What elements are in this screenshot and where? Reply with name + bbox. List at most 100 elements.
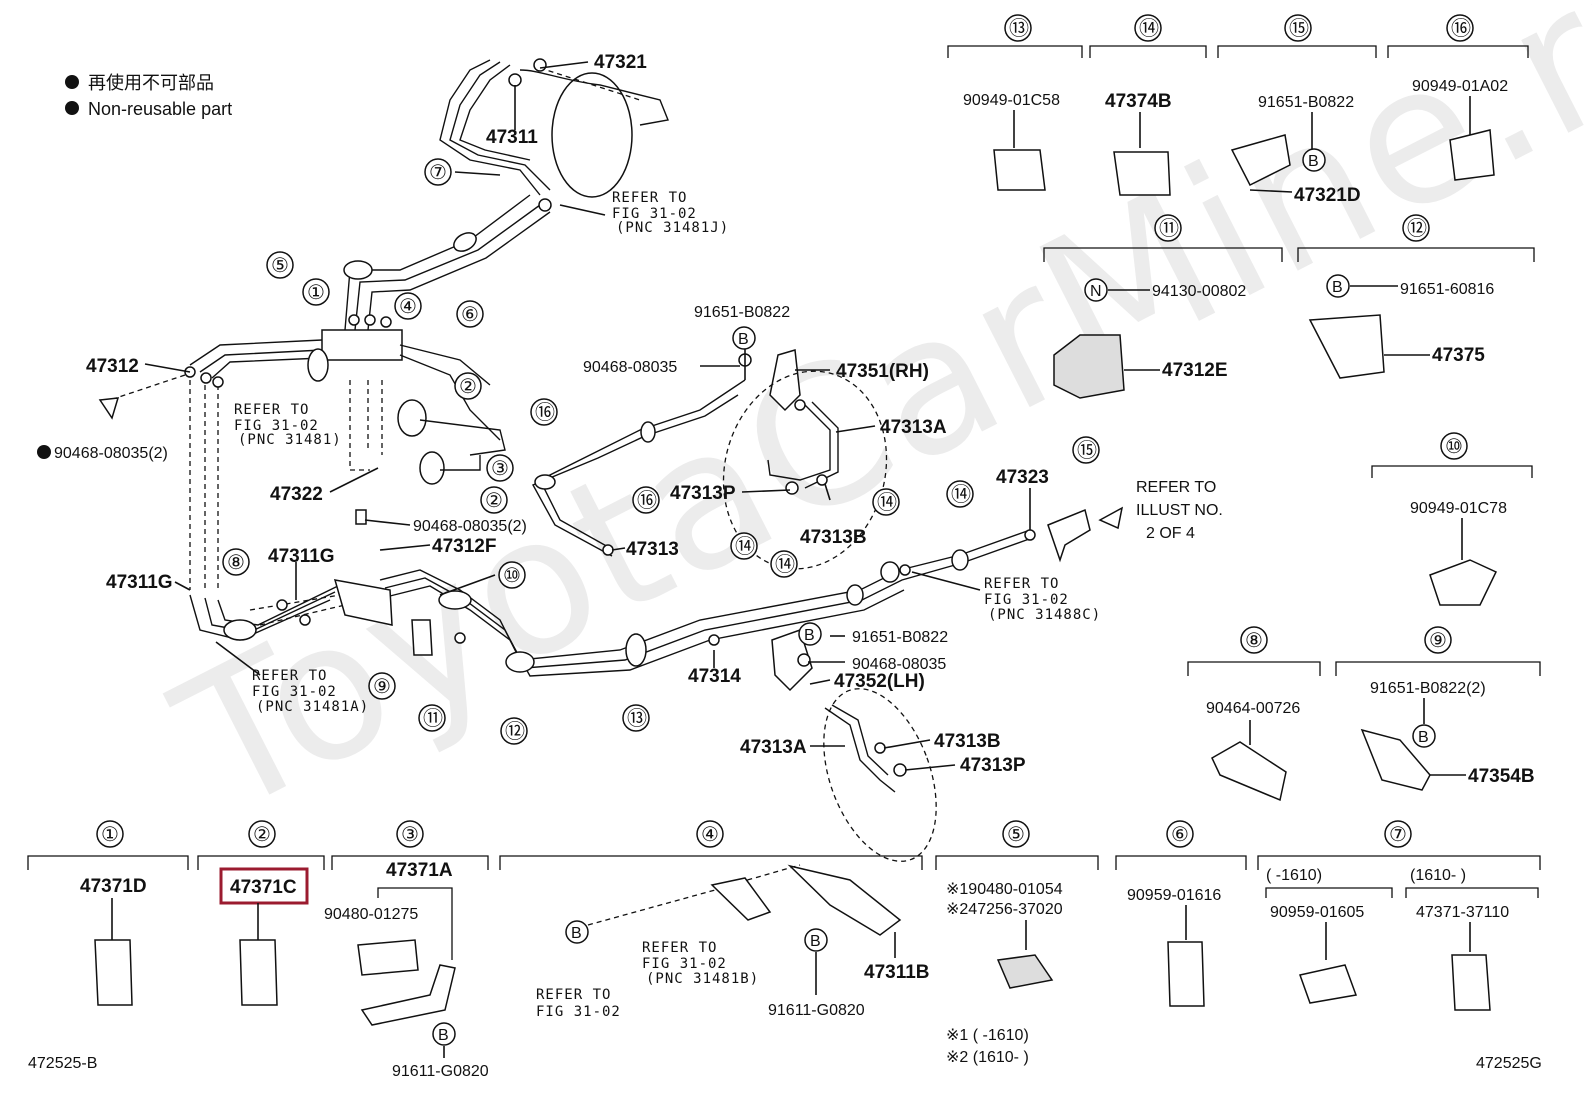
highlight-box-47371C: [219, 867, 309, 905]
svg-text:②: ②: [459, 376, 477, 398]
leader-lines: [144, 61, 1031, 771]
svg-text:B: B: [571, 925, 582, 942]
svg-text:⑨: ⑨: [373, 676, 391, 698]
svg-text:⑩: ⑩: [1445, 436, 1463, 458]
callout-2-a: ②: [454, 372, 482, 400]
callout-3: ③: [486, 454, 514, 482]
label-47313: 47313: [626, 539, 679, 560]
panel-9-part-2: 47354B: [1468, 766, 1535, 787]
badge-n-11: N: [1084, 278, 1108, 302]
callout-1-panel: ①: [96, 820, 124, 848]
label-47321: 47321: [594, 52, 647, 73]
panel-12-part-1: 91651-60816: [1400, 281, 1494, 298]
badge-b-mid: B: [798, 622, 822, 646]
label-47323: 47323: [996, 467, 1049, 488]
svg-text:②: ②: [253, 824, 271, 846]
panel-5-note-2: ※2 (1610- ): [946, 1049, 1029, 1066]
refer-4-line-2: FIG 31-02: [984, 592, 1069, 608]
refer-1-line-2: FIG 31-02: [612, 206, 697, 222]
legend-line-1: 再使用不可部品: [88, 73, 214, 93]
svg-text:⑦: ⑦: [429, 162, 447, 184]
callout-10-panel: ⑩: [1440, 432, 1468, 460]
panel-15-part-1: 91651-B0822: [1258, 94, 1354, 111]
callout-8: ⑧: [222, 548, 250, 576]
svg-text:⑪: ⑪: [423, 707, 443, 730]
callout-3-panel: ③: [396, 820, 424, 848]
badge-b-top: B: [732, 326, 756, 350]
label-47351rh: 47351(RH): [836, 361, 929, 382]
panel-2-part: 47371C: [230, 877, 297, 898]
callout-bubbles: ⑦ ⑤ ⑥ ① ④ ② ③ ② ⑯ ⑯ ⑧ ⑩ ⑨ ⑪ ⑫ ⑬ ⑭ ⑭ ⑭ ⑭ …: [222, 158, 1100, 745]
panel-3-part-1: 47371A: [386, 860, 453, 881]
label-47311G-a: 47311G: [106, 572, 173, 593]
callout-14-d: ⑭: [946, 480, 974, 508]
panel-7-range-1: ( -1610): [1266, 867, 1322, 884]
svg-text:B: B: [1308, 153, 1319, 170]
svg-text:③: ③: [491, 458, 509, 480]
callout-14-b: ⑭: [770, 550, 798, 578]
callout-9: ⑨: [368, 672, 396, 700]
right-panels: ⑬ 90949-01C58 ⑭ 47374B ⑮ 91651-B0822 B 4…: [947, 14, 1541, 802]
refer-3-line-1: REFER TO: [252, 668, 327, 684]
label-47313P-bot: 47313P: [960, 755, 1026, 776]
label-47311: 47311: [486, 127, 538, 148]
refer-2-line-1: REFER TO: [234, 402, 309, 418]
label-47313P-top: 47313P: [670, 483, 736, 504]
svg-text:⑫: ⑫: [1407, 217, 1427, 240]
panel-5-part-1: ※190480-01054: [946, 881, 1063, 898]
panel-15-part-2: 47321D: [1294, 185, 1361, 206]
refer-1-line-3: (PNC 31481J): [616, 220, 729, 236]
panel-14-part: 47374B: [1105, 91, 1172, 112]
svg-text:⑮: ⑮: [1077, 439, 1097, 462]
label-91651-B0822-top: 91651-B0822: [694, 304, 790, 321]
refer-6-line-3: (PNC 31481B): [646, 971, 759, 987]
svg-text:B: B: [804, 627, 815, 644]
panel-16-part: 90949-01A02: [1412, 78, 1508, 95]
label-47313A-bot: 47313A: [740, 737, 807, 758]
svg-text:⑩: ⑩: [503, 565, 521, 587]
callout-12-panel: ⑫: [1402, 214, 1430, 242]
panel-7-part-1: 90959-01605: [1270, 904, 1364, 921]
callout-15-panel: ⑮: [1284, 14, 1312, 42]
badge-b-15: B: [1302, 148, 1326, 172]
svg-text:B: B: [1418, 729, 1429, 746]
badge-b-12: B: [1326, 274, 1350, 298]
svg-text:B: B: [438, 1027, 449, 1044]
svg-text:③: ③: [401, 824, 419, 846]
panel-7-part-2: 47371-37110: [1416, 904, 1509, 921]
svg-text:⑭: ⑭: [951, 483, 971, 506]
svg-text:⑯: ⑯: [637, 489, 657, 512]
brake-booster-shape: [551, 72, 633, 198]
refer-7-line-1: REFER TO: [536, 987, 611, 1003]
panel-6-part: 90959-01616: [1127, 887, 1221, 904]
svg-text:⑪: ⑪: [1159, 217, 1179, 240]
panel-4-part-2: 47311B: [864, 962, 930, 983]
svg-text:④: ④: [701, 824, 719, 846]
label-91651-B0822-mid: 91651-B0822: [852, 629, 948, 646]
callout-7: ⑦: [424, 158, 452, 186]
callout-7-panel: ⑦: [1384, 820, 1412, 848]
svg-text:⑭: ⑭: [775, 553, 795, 576]
footer-left-code: 472525-B: [28, 1055, 97, 1072]
svg-text:⑤: ⑤: [271, 255, 289, 277]
panel-8-part: 90464-00726: [1206, 700, 1300, 717]
svg-text:⑥: ⑥: [1171, 824, 1189, 846]
refer-6-line-1: REFER TO: [642, 940, 717, 956]
svg-text:⑫: ⑫: [505, 720, 525, 743]
callout-5-panel: ⑤: [1002, 820, 1030, 848]
panel-7-range-2: (1610- ): [1410, 867, 1466, 884]
callout-10: ⑩: [498, 561, 526, 589]
callout-2-panel: ②: [248, 820, 276, 848]
panel-9-part-1: 91651-B0822(2): [1370, 680, 1486, 697]
svg-text:②: ②: [485, 490, 503, 512]
badge-b-3: B: [432, 1022, 456, 1046]
label-47322: 47322: [270, 484, 323, 505]
svg-text:①: ①: [101, 824, 119, 846]
panel-13-part: 90949-01C58: [963, 92, 1060, 109]
panel-3-part-3: 91611-G0820: [392, 1063, 489, 1080]
footer-right-code: 472525G: [1476, 1055, 1542, 1072]
panel-5-note-1: ※1 ( -1610): [946, 1027, 1029, 1044]
refer-4-line-1: REFER TO: [984, 576, 1059, 592]
callout-8-panel: ⑧: [1240, 626, 1268, 654]
